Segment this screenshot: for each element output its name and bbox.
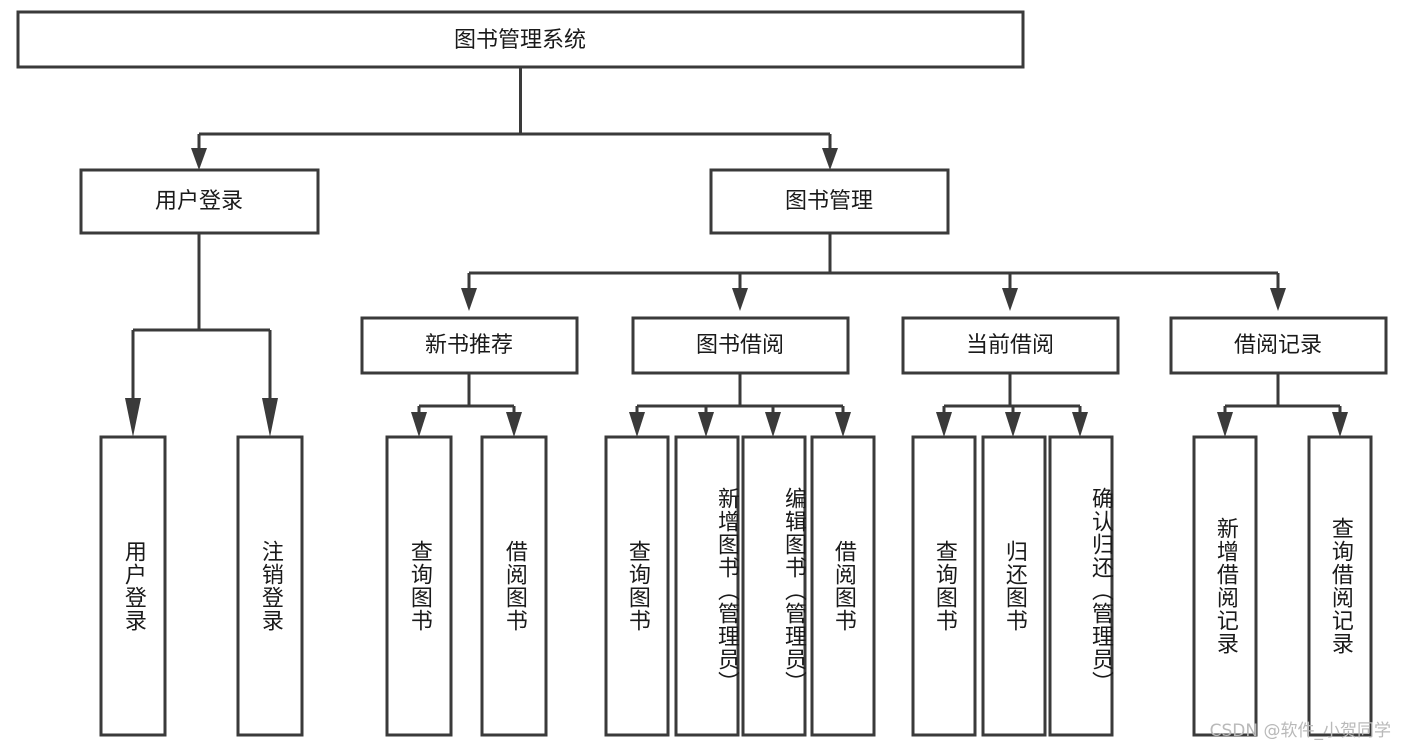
node-book-borrow-label: 图书借阅 <box>696 333 784 358</box>
node-root[interactable]: 图书管理系统 <box>16 10 1025 69</box>
arrow-head-icon <box>411 412 427 437</box>
arrow-head-icon <box>1217 412 1233 437</box>
arrow-head-icon <box>1002 288 1018 311</box>
leaf-box-query-record[interactable] <box>1307 435 1373 737</box>
node-book-management-box[interactable] <box>709 168 950 235</box>
leaf-box-borrow-book-1[interactable] <box>480 435 548 737</box>
node-borrow-record-box[interactable] <box>1169 316 1388 375</box>
leaf-box-query-book-1[interactable] <box>385 435 453 737</box>
node-new-book-recommend-box[interactable] <box>360 316 579 375</box>
node-book-borrow-box[interactable] <box>631 316 850 375</box>
connector-userlogin-to-leaves <box>125 233 278 437</box>
arrow-head-icon <box>461 288 477 311</box>
node-current-borrow-box[interactable] <box>901 316 1120 375</box>
arrow-head-icon <box>822 148 838 170</box>
node-user-login-box[interactable] <box>79 168 320 235</box>
arrow-head-icon <box>1005 412 1021 437</box>
connector-newbook-to-leaves <box>411 373 522 437</box>
leaf-box-add-book[interactable] <box>674 435 740 737</box>
node-root-label: 图书管理系统 <box>454 28 586 53</box>
node-user-login[interactable]: 用户登录 <box>79 168 320 235</box>
arrow-head-icon <box>698 412 714 437</box>
leaf-boxes <box>99 435 1373 737</box>
arrow-head-icon <box>262 398 278 437</box>
connector-root-to-level1 <box>191 67 838 170</box>
node-borrow-record[interactable]: 借阅记录 <box>1169 316 1388 375</box>
node-new-book-recommend-label: 新书推荐 <box>425 333 513 358</box>
leaf-box-query-book-3[interactable] <box>911 435 977 737</box>
node-borrow-record-label: 借阅记录 <box>1234 333 1322 358</box>
arrow-head-icon <box>1332 412 1348 437</box>
node-root-box[interactable] <box>16 10 1025 69</box>
arrow-head-icon <box>936 412 952 437</box>
connector-bookborrow-to-leaves <box>629 373 851 437</box>
leaf-box-return-book[interactable] <box>981 435 1047 737</box>
connector-bookmgmt-to-level2 <box>461 233 1286 311</box>
leaf-box-logout-login[interactable] <box>236 435 304 737</box>
arrow-head-icon <box>506 412 522 437</box>
node-book-management[interactable]: 图书管理 <box>709 168 950 235</box>
node-book-management-label: 图书管理 <box>785 189 873 214</box>
arrow-head-icon <box>765 412 781 437</box>
leaf-box-user-login[interactable] <box>99 435 167 737</box>
arrow-head-icon <box>629 412 645 437</box>
connector-currentborrow-to-leaves <box>936 373 1088 437</box>
leaf-box-query-book-2[interactable] <box>604 435 670 737</box>
connector-borrowrecord-to-leaves <box>1217 373 1348 437</box>
node-new-book-recommend[interactable]: 新书推荐 <box>360 316 579 375</box>
node-user-login-label: 用户登录 <box>155 189 243 214</box>
arrow-head-icon <box>191 148 207 170</box>
leaf-box-borrow-book-2[interactable] <box>810 435 876 737</box>
node-book-borrow[interactable]: 图书借阅 <box>631 316 850 375</box>
node-current-borrow[interactable]: 当前借阅 <box>901 316 1120 375</box>
arrow-head-icon <box>1072 412 1088 437</box>
arrow-head-icon <box>835 412 851 437</box>
leaf-box-add-record[interactable] <box>1192 435 1258 737</box>
leaf-box-edit-book[interactable] <box>741 435 807 737</box>
arrow-head-icon <box>125 398 141 437</box>
leaf-box-confirm-return[interactable] <box>1048 435 1114 737</box>
arrow-head-icon <box>732 288 748 311</box>
node-current-borrow-label: 当前借阅 <box>966 333 1054 358</box>
arrow-head-icon <box>1270 288 1286 311</box>
watermark-text: CSDN @软件_小贺同学 <box>1209 721 1391 741</box>
